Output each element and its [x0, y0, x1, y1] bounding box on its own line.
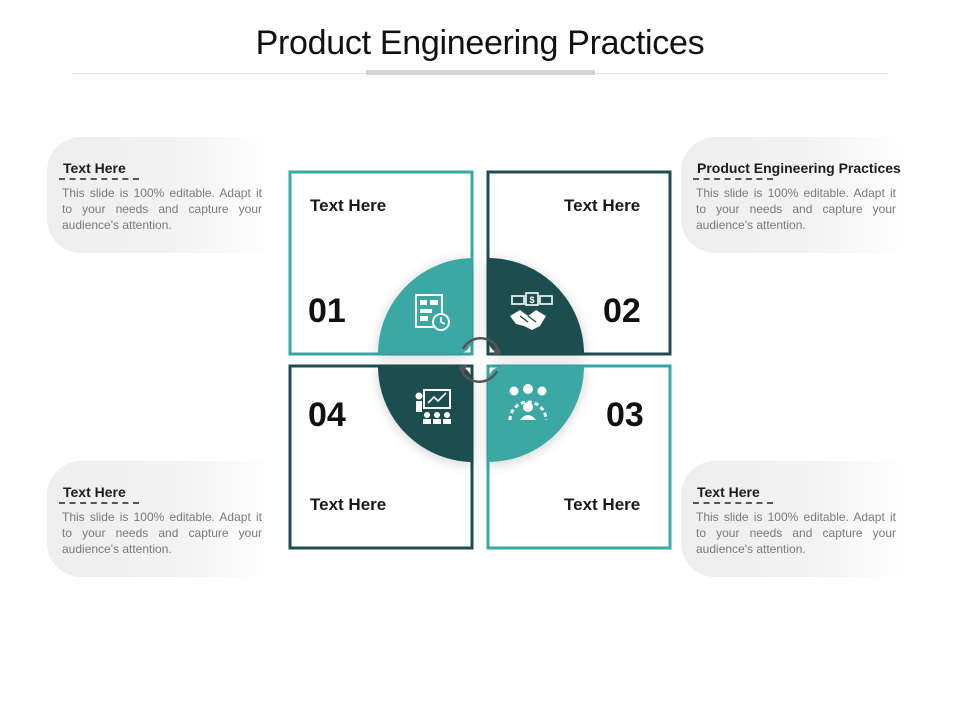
quadrant-label-01: Text Here: [310, 196, 387, 215]
card-top-left: Text Here This slide is 100% editable. A…: [47, 137, 275, 253]
card-bottom-left: Text Here This slide is 100% editable. A…: [47, 461, 275, 577]
card-heading: Product Engineering Practices: [697, 160, 901, 176]
card-body: This slide is 100% editable. Adapt it to…: [62, 186, 262, 232]
quadrant-label-04: Text Here: [310, 495, 387, 514]
quadrant-number-04: 04: [308, 396, 346, 434]
petal-01: [378, 258, 472, 354]
card-heading: Text Here: [63, 160, 126, 176]
svg-text:$: $: [529, 295, 534, 305]
card-body: This slide is 100% editable. Adapt it to…: [696, 510, 896, 556]
quadrant-number-02: 02: [603, 292, 641, 330]
card-top-right: Product Engineering Practices This slide…: [681, 137, 909, 253]
card-divider: [693, 178, 773, 182]
petal-02: [488, 258, 584, 354]
card-divider: [693, 502, 773, 506]
quadrant-number-03: 03: [606, 396, 644, 434]
card-heading: Text Here: [63, 484, 126, 500]
quadrant-label-02: Text Here: [564, 196, 641, 215]
quadrant-number-01: 01: [308, 292, 346, 330]
cycle-arrows-icon: [458, 337, 502, 383]
flowchart-clock-icon: [415, 294, 450, 331]
presentation-icon: [415, 389, 451, 424]
card-heading: Text Here: [697, 484, 760, 500]
card-body: This slide is 100% editable. Adapt it to…: [696, 186, 896, 232]
card-divider: [59, 502, 139, 506]
handshake-money-icon: $: [510, 292, 553, 330]
card-body: This slide is 100% editable. Adapt it to…: [62, 510, 262, 556]
title-accent-bar: [366, 70, 595, 75]
slide-title: Product Engineering Practices: [255, 24, 705, 62]
quadrant-label-03: Text Here: [564, 495, 641, 514]
card-bottom-right: Text Here This slide is 100% editable. A…: [681, 461, 909, 577]
card-divider: [59, 178, 139, 182]
gear-team-icon: [508, 384, 548, 421]
